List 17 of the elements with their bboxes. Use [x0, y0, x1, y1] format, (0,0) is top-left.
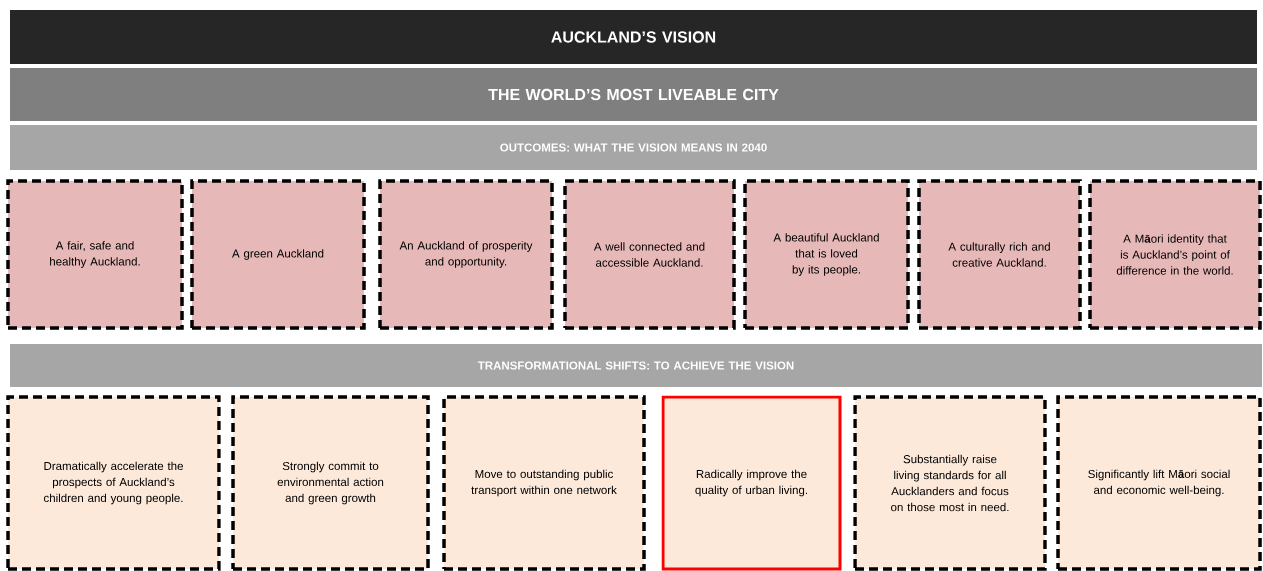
- shift-box: Substantially raise living standards for all Aucklanders and focus on those most in need.: [853, 395, 1047, 571]
- title-band: AUCKLAND’S VISION: [10, 10, 1257, 64]
- shift-box: Move to outstanding public transport within one network: [442, 395, 646, 571]
- shift-box: Significantly lift Māori social and economic well-being.: [1056, 395, 1262, 571]
- outcome-box: A beautiful Auckland that is loved by its people.: [743, 179, 910, 330]
- outcome-box: A Māori identity that is Auckland’s point of difference in the world.: [1088, 179, 1262, 330]
- outcome-box: A fair, safe and healthy Auckland.: [6, 179, 184, 330]
- section-header: TRANSFORMATIONAL SHIFTS: TO ACHIEVE THE VISION: [10, 344, 1262, 387]
- outcome-box: An Auckland of prosperity and opportunity.: [378, 179, 554, 330]
- outcome-box: A well connected and accessible Auckland.: [563, 179, 736, 330]
- title-band: THE WORLD’S MOST LIVEABLE CITY: [10, 68, 1257, 121]
- outcome-box: A green Auckland: [190, 179, 366, 330]
- section-header: OUTCOMES: WHAT THE VISION MEANS IN 2040: [10, 125, 1257, 170]
- shift-box: Dramatically accelerate the prospects of Auckland’s children and young people.: [6, 395, 221, 571]
- shift-box: Strongly commit to environmental action and green growth: [231, 395, 430, 571]
- shift-box: Radically improve the quality of urban living.: [661, 395, 842, 571]
- outcome-box: A culturally rich and creative Auckland.: [917, 179, 1082, 330]
